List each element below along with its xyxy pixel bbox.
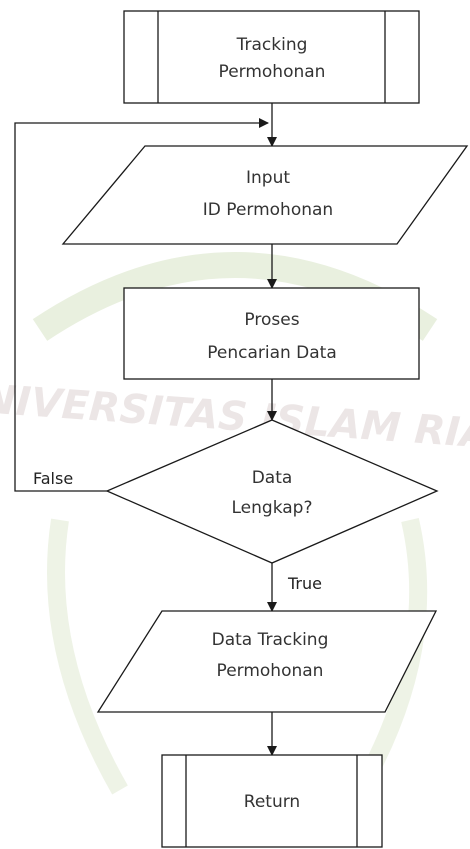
node-decision-data-lengkap: Data Lengkap? bbox=[105, 419, 439, 564]
output-parallelogram-shape bbox=[96, 610, 438, 713]
process-label-line2: Pencarian Data bbox=[207, 343, 337, 363]
decision-diamond-shape bbox=[105, 419, 439, 564]
start-label-line2: Permohonan bbox=[219, 62, 326, 82]
false-branch-label: False bbox=[33, 469, 73, 488]
node-output-data-tracking-permohonan: Data Tracking Permohonan bbox=[96, 610, 438, 713]
decision-label-line2: Lengkap? bbox=[232, 498, 313, 518]
watermark-left-leaf bbox=[47, 518, 128, 795]
node-start-tracking-permohonan: Tracking Permohonan bbox=[123, 10, 420, 104]
output-label-line2: Permohonan bbox=[217, 661, 324, 681]
output-label-line1: Data Tracking bbox=[212, 630, 329, 650]
decision-label-line1: Data bbox=[252, 468, 293, 488]
input-parallelogram-shape bbox=[61, 145, 469, 245]
edge-decision-false-loop bbox=[14, 118, 269, 492]
node-process-pencarian-data: Proses Pencarian Data bbox=[123, 287, 420, 380]
process-rectangle-shape bbox=[123, 287, 420, 380]
flow-edges bbox=[14, 103, 277, 756]
end-predefined-process-shape bbox=[161, 754, 383, 848]
start-predefined-process-shape bbox=[123, 10, 420, 104]
process-label-line1: Proses bbox=[244, 310, 299, 330]
end-label: Return bbox=[244, 792, 300, 812]
input-label-line1: Input bbox=[246, 168, 290, 188]
node-input-id-permohonan: Input ID Permohonan bbox=[61, 145, 469, 245]
true-branch-label: True bbox=[287, 574, 322, 593]
node-end-return: Return bbox=[161, 754, 383, 848]
input-label-line2: ID Permohonan bbox=[203, 200, 333, 220]
start-label-line1: Tracking bbox=[236, 35, 308, 55]
